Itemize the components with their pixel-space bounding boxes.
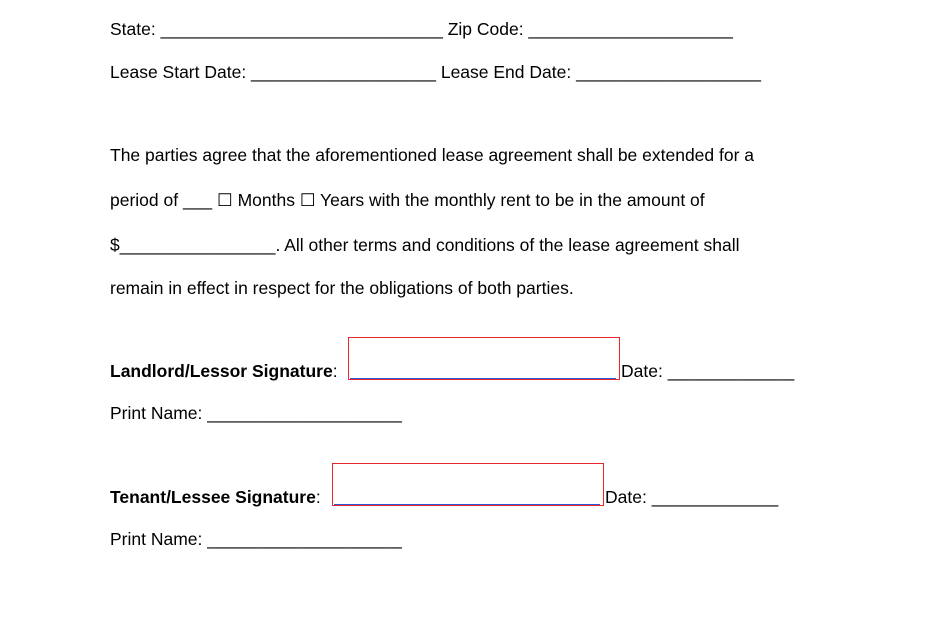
landlord-signature-label: Landlord/Lessor Signature — [110, 361, 333, 381]
paragraph-line-4: remain in effect in respect for the obli… — [110, 278, 574, 298]
lease-dates-line: Lease Start Date: ___________________ Le… — [110, 62, 761, 82]
landlord-signature-field[interactable] — [348, 337, 620, 380]
landlord-print-name: Print Name: ____________________ — [110, 403, 402, 423]
colon: : — [315, 487, 321, 507]
tenant-signature-label: Tenant/Lessee Signature — [110, 487, 316, 507]
paragraph-line-1: The parties agree that the aforementione… — [110, 145, 755, 165]
tenant-signature-field[interactable] — [332, 463, 604, 506]
state-zip-line: State: _____________________________ Zip… — [110, 19, 733, 39]
landlord-date: Date: _____________ — [621, 361, 795, 381]
tenant-signature-row: Tenant/Lessee Signature: — [110, 487, 321, 507]
paragraph-line-3: $________________. All other terms and c… — [110, 235, 740, 255]
landlord-signature-row: Landlord/Lessor Signature: — [110, 361, 338, 381]
tenant-date: Date: _____________ — [605, 487, 779, 507]
colon: : — [332, 361, 338, 381]
tenant-print-name: Print Name: ____________________ — [110, 529, 402, 549]
paragraph-line-2: period of ___ ☐ Months ☐ Years with the … — [110, 190, 705, 210]
